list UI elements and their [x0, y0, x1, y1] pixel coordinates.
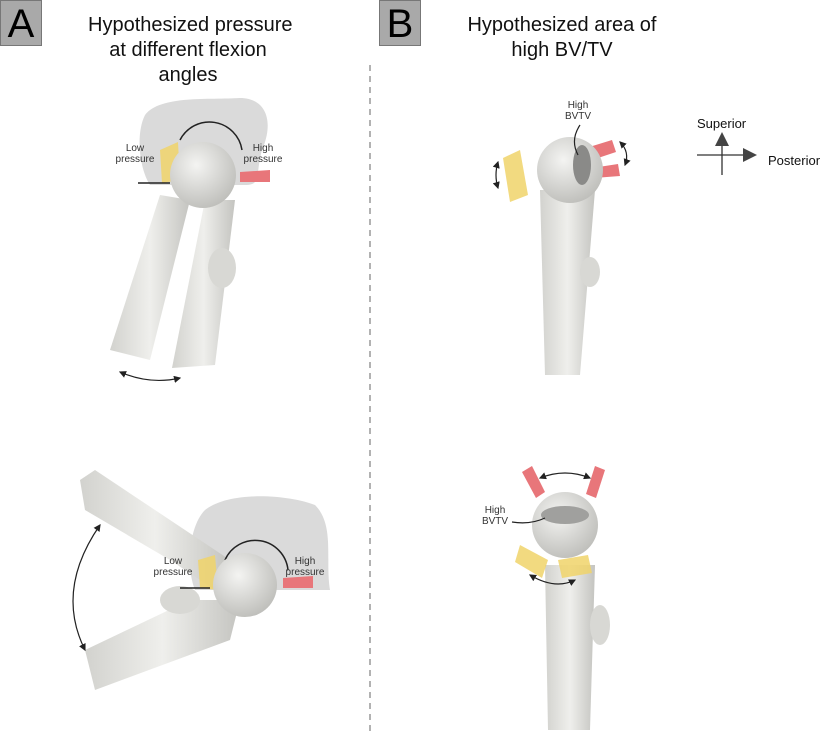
femoral-head [170, 142, 236, 208]
title-line: angles [158, 64, 218, 86]
posterior-arrow-icon [743, 148, 757, 162]
rotation-arrow [619, 141, 631, 167]
high-pressure-marker [240, 170, 270, 182]
femur-shaft [545, 565, 595, 730]
low-pressure-marker [503, 150, 528, 202]
femoral-head [537, 137, 603, 203]
title-line: high BV/TV [511, 39, 613, 61]
superior-arrow-icon [715, 132, 729, 146]
superior-label: Superior [697, 116, 747, 131]
bvtv-top-diagram [492, 124, 631, 375]
high-pressure-marker [586, 466, 605, 498]
femur-shaft [172, 200, 235, 368]
rotation-arrow [538, 472, 592, 480]
flexion-arrow [72, 524, 101, 652]
title-line: Hypothesized pressure [88, 14, 293, 36]
femur-shaft [540, 190, 595, 375]
hip-bottom-flexion-diagram [72, 470, 330, 690]
femoral-head [532, 492, 598, 558]
title-line: at different flexion [109, 39, 267, 61]
rotation-arrow [492, 160, 500, 190]
panel-label-b: B [379, 0, 421, 46]
flexion-arrow [118, 371, 182, 383]
femur-shaft [85, 600, 240, 690]
orientation-compass [697, 132, 757, 175]
low-pressure-marker [198, 555, 218, 590]
panel-b-title: Hypothesized area of high BV/TV [462, 13, 662, 63]
high-pressure-marker [283, 576, 313, 588]
high-bvtv-region [541, 506, 589, 524]
rotation-arrow [528, 574, 577, 586]
posterior-label: Posterior [768, 153, 821, 168]
low-pressure-marker [558, 555, 592, 578]
title-line: Hypothesized area of [467, 14, 657, 36]
femur-shaft [110, 195, 190, 360]
bvtv-bottom-diagram [511, 466, 610, 730]
hip-top-flexion-diagram [110, 98, 270, 383]
high-pressure-marker [522, 466, 545, 498]
femoral-head [213, 553, 277, 617]
femur-shaft [80, 470, 230, 590]
panel-label-a: A [0, 0, 42, 46]
panel-a-title: Hypothesized pressure at different flexi… [88, 13, 293, 88]
low-pressure-marker [515, 545, 548, 578]
